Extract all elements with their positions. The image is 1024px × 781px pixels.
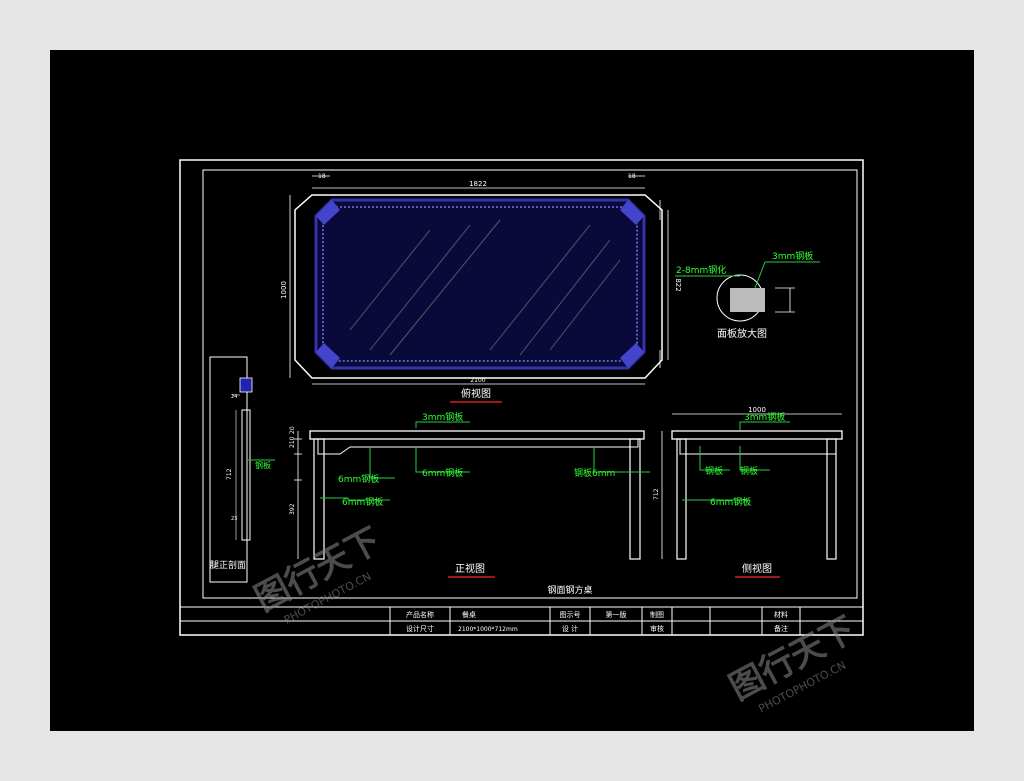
callout-steel3-detail: 3mm钢板 bbox=[772, 250, 813, 262]
callout-glass8: 2-8mm钢化 bbox=[676, 264, 726, 276]
tb-check-label: 审核 bbox=[650, 624, 664, 633]
callout-steel6-low: 6mm钢板 bbox=[342, 496, 383, 508]
tb-material-label: 材料 bbox=[774, 610, 788, 619]
dim-front-low: 392 bbox=[289, 503, 296, 515]
label-front-view: 正视图 bbox=[455, 562, 485, 575]
dim-small-left: 18 bbox=[318, 173, 326, 180]
tb-product-name-label: 产品名称 bbox=[406, 610, 434, 619]
label-detail: 面板放大图 bbox=[717, 327, 767, 340]
detail-view: 2-8mm钢化 3mm钢板 面板放大图 bbox=[675, 250, 820, 340]
tb-design-size-label: 设计尺寸 bbox=[406, 624, 434, 633]
front-leaders bbox=[320, 421, 650, 501]
callout-steel6-right: 钢板6mm bbox=[574, 467, 615, 479]
callout-side-a: 钢板 bbox=[705, 465, 723, 477]
tb-designer-label: 设 计 bbox=[562, 624, 578, 633]
drawing-canvas: 1822 18 18 2100 1000 822 俯视图 2-8mm钢化 3mm… bbox=[50, 50, 974, 731]
section-dims bbox=[232, 394, 240, 540]
outer-border bbox=[179, 159, 864, 636]
dim-sect-a: 24 bbox=[231, 394, 237, 400]
callout-side-b: 钢板 bbox=[740, 465, 758, 477]
dim-side-h: 712 bbox=[653, 488, 660, 500]
front-view: 20 210 392 3mm钢板 6mm钢板 6mm钢板 钢板6mm 6mm钢板… bbox=[289, 411, 650, 578]
label-section: 腿正剖面 bbox=[210, 559, 246, 571]
top-outline bbox=[294, 194, 663, 379]
dim-sect-b: 23 bbox=[231, 516, 237, 522]
dim-front-top: 20 bbox=[289, 426, 296, 434]
label-side-view: 侧视图 bbox=[742, 562, 772, 575]
inner-border bbox=[202, 169, 858, 599]
glass-reflections bbox=[349, 219, 621, 356]
callout-steel3-side: 3mm钢板 bbox=[744, 411, 785, 423]
title-block: 产品名称 餐桌 图示号 第一版 制图 材料 设计尺寸 2100*1000*712… bbox=[180, 606, 863, 635]
tb-product-name: 餐桌 bbox=[462, 610, 476, 619]
side-leaders bbox=[682, 421, 790, 501]
tb-product-no-label: 图示号 bbox=[560, 611, 581, 619]
top-view: 1822 18 18 2100 1000 822 俯视图 bbox=[280, 173, 682, 403]
dim-top-width: 1822 bbox=[469, 180, 487, 188]
dim-side-width: 1000 bbox=[748, 406, 766, 414]
dim-top-left: 1000 bbox=[280, 281, 288, 299]
dim-top-right: 822 bbox=[674, 278, 682, 291]
dim-top-bottom: 2100 bbox=[470, 377, 485, 384]
detail-hatch bbox=[730, 288, 765, 312]
watermark-left: 图行天下 PHOTOPHOTO.CN bbox=[248, 520, 387, 626]
front-dims bbox=[294, 431, 302, 559]
glass-panel bbox=[314, 198, 646, 370]
label-top-view: 俯视图 bbox=[461, 387, 491, 400]
side-legs bbox=[676, 438, 837, 560]
section-cap bbox=[239, 377, 253, 393]
tb-draw-label: 制图 bbox=[650, 610, 664, 619]
side-top-slab bbox=[671, 430, 843, 440]
dim-sect-h: 712 bbox=[226, 468, 233, 480]
tb-design-size: 2100*1000*712mm bbox=[458, 626, 518, 633]
side-view: 1000 712 3mm钢板 钢板 钢板 6mm钢板 侧视图 bbox=[653, 406, 843, 578]
side-apron bbox=[679, 438, 837, 455]
title-block-grid bbox=[180, 606, 863, 635]
cad-drawing: 1822 18 18 2100 1000 822 俯视图 2-8mm钢化 3mm… bbox=[179, 159, 864, 716]
front-legs bbox=[313, 438, 641, 560]
tb-product-no: 第一版 bbox=[606, 610, 627, 619]
section-box bbox=[209, 356, 248, 583]
tb-remark-label: 备注 bbox=[774, 624, 788, 633]
watermark-right: 图行天下 PHOTOPHOTO.CN bbox=[723, 609, 862, 715]
dim-small-right: 18 bbox=[628, 173, 636, 180]
corner-ornaments bbox=[316, 200, 644, 368]
detail-dims bbox=[775, 287, 795, 313]
section-leg bbox=[241, 409, 251, 541]
leg-section: 24 712 23 钢板 腿正剖面 bbox=[209, 356, 275, 583]
top-dim-lines bbox=[289, 175, 669, 385]
callout-steel3-front: 3mm钢板 bbox=[422, 411, 463, 423]
front-top-slab bbox=[309, 430, 645, 440]
callout-steel-sect: 钢板 bbox=[255, 460, 271, 470]
front-apron bbox=[317, 438, 639, 455]
sheet-title: 钢面钢方桌 bbox=[547, 584, 592, 596]
callout-side-c: 6mm钢板 bbox=[710, 496, 751, 508]
callout-steel6-mid: 6mm钢板 bbox=[422, 467, 463, 479]
dim-front-mid: 210 bbox=[289, 436, 296, 448]
callout-steel6-left: 6mm钢板 bbox=[338, 473, 379, 485]
